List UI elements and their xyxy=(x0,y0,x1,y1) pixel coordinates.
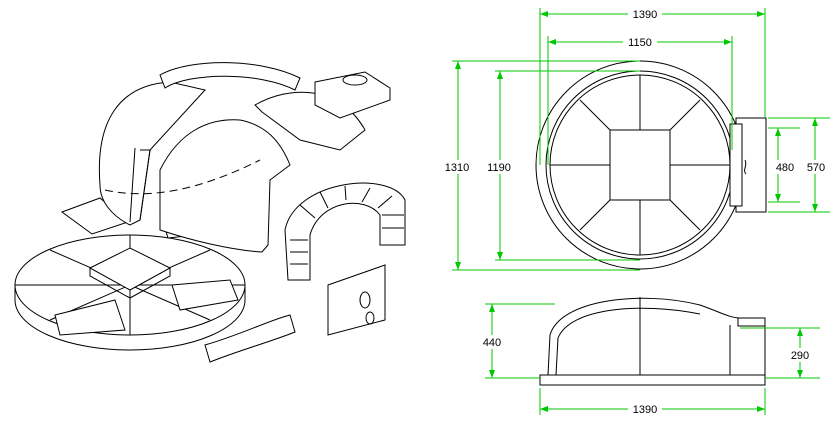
side-view xyxy=(539,297,766,386)
plan-view xyxy=(535,60,767,270)
dim-side-height-dome: 440 xyxy=(483,337,501,349)
dim-opening-inner: 480 xyxy=(776,162,794,174)
dome-sections xyxy=(98,62,391,253)
dim-side-height-opening: 290 xyxy=(791,350,809,362)
dim-plan-width-outer: 1390 xyxy=(633,9,657,21)
dimensions: 1390 1150 1310 1190 480 570 440 290 1390 xyxy=(440,7,830,416)
exploded-view xyxy=(14,62,406,363)
dim-plan-width-inner: 1150 xyxy=(628,37,652,49)
door-plate xyxy=(204,264,386,363)
dim-plan-depth-outer: 1310 xyxy=(445,162,469,174)
dim-plan-depth-inner: 1190 xyxy=(487,162,511,174)
brick-arch xyxy=(284,182,406,281)
dim-opening-outer: 570 xyxy=(807,162,825,174)
dim-side-width: 1390 xyxy=(633,404,657,416)
